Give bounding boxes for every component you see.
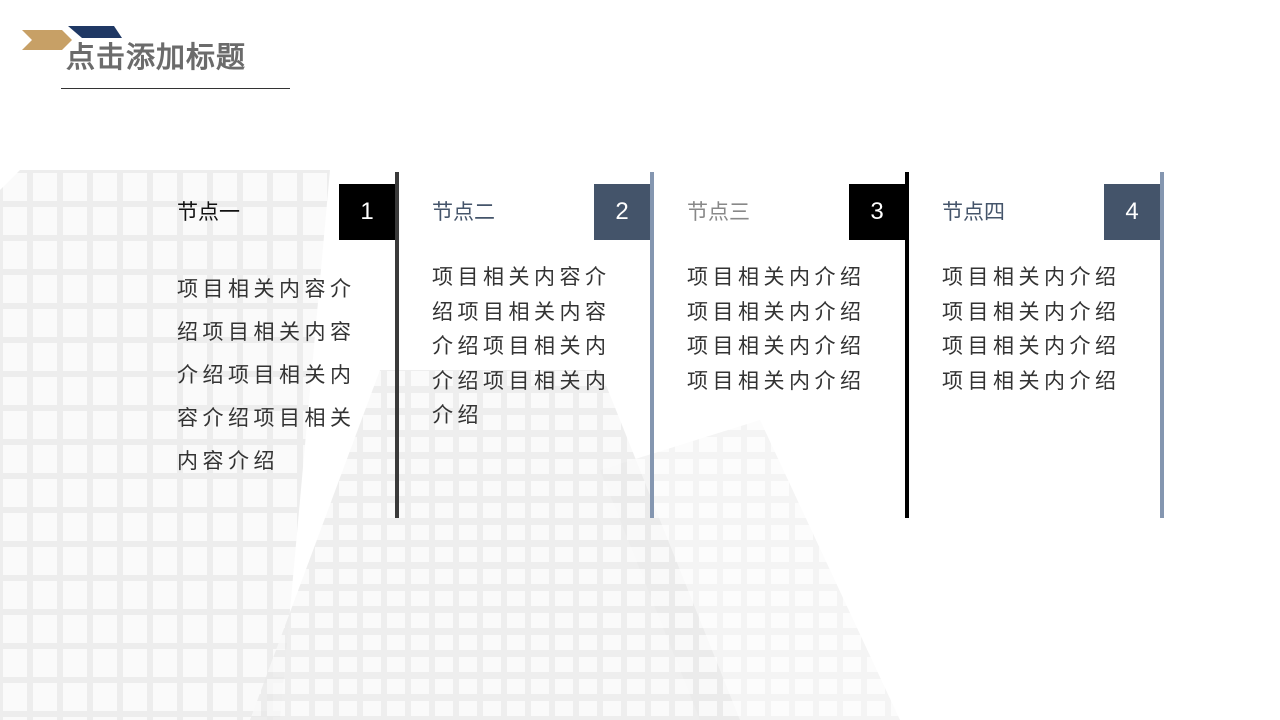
- title-underline: [61, 88, 290, 89]
- node-body[interactable]: 项目相关内容介绍项目相关内容介绍项目相关内容介绍项目相关内容介绍: [177, 277, 356, 473]
- node-divider-bar: [650, 172, 654, 518]
- node-title[interactable]: 节点四: [942, 200, 1005, 224]
- node-title[interactable]: 节点二: [432, 200, 495, 224]
- node-body[interactable]: 项目相关内介绍项目相关内介绍项目相关内介绍项目相关内介绍: [942, 265, 1121, 393]
- node-divider-bar: [395, 172, 399, 518]
- node-body[interactable]: 项目相关内介绍项目相关内介绍项目相关内介绍项目相关内介绍: [687, 265, 866, 393]
- node-body[interactable]: 项目相关内容介绍项目相关内容介绍项目相关内介绍项目相关内介绍: [432, 265, 611, 427]
- page-title[interactable]: 点击添加标题: [66, 40, 247, 74]
- node-number-badge: 1: [339, 184, 395, 240]
- node-divider-bar: [1160, 172, 1164, 518]
- node-number-badge: 3: [849, 184, 905, 240]
- node-title[interactable]: 节点三: [687, 200, 750, 224]
- node-number-badge: 4: [1104, 184, 1160, 240]
- node-number-badge: 2: [594, 184, 650, 240]
- node-1: 1 节点一 项目相关内容介绍项目相关内容介绍项目相关内容介绍项目相关内容介绍: [177, 172, 399, 518]
- node-4: 4 节点四 项目相关内介绍项目相关内介绍项目相关内介绍项目相关内介绍: [942, 172, 1164, 518]
- node-divider-bar: [905, 172, 909, 518]
- node-title[interactable]: 节点一: [177, 200, 240, 224]
- building-background-image: [0, 170, 900, 720]
- node-2: 2 节点二 项目相关内容介绍项目相关内容介绍项目相关内介绍项目相关内介绍: [432, 172, 654, 518]
- node-3: 3 节点三 项目相关内介绍项目相关内介绍项目相关内介绍项目相关内介绍: [687, 172, 909, 518]
- logo-mark-icon: [22, 26, 122, 50]
